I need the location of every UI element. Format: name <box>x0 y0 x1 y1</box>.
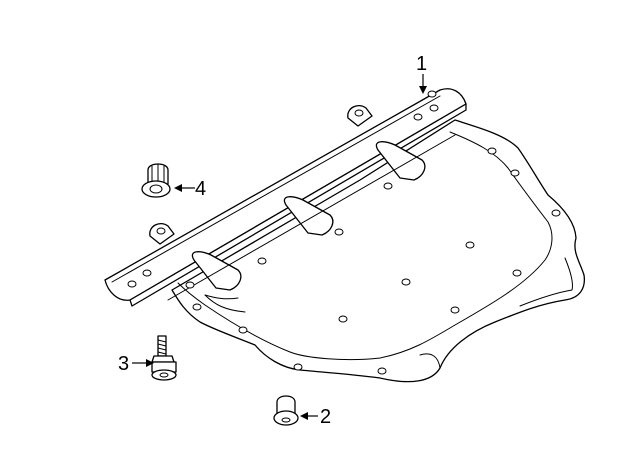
callout-3: 3 <box>118 353 154 375</box>
flange-bolt-icon <box>151 335 177 381</box>
callout-label-4: 4 <box>195 178 206 200</box>
callout-4: 4 <box>174 178 206 200</box>
callout-label-3: 3 <box>118 353 129 375</box>
callout-label-2: 2 <box>320 406 331 428</box>
bolt-icon <box>273 395 299 426</box>
callout-label-1: 1 <box>416 53 427 75</box>
callout-1: 1 <box>416 53 427 94</box>
skid-plate-shield-icon <box>104 88 586 383</box>
nut-icon <box>141 163 171 198</box>
callout-2: 2 <box>300 406 331 428</box>
